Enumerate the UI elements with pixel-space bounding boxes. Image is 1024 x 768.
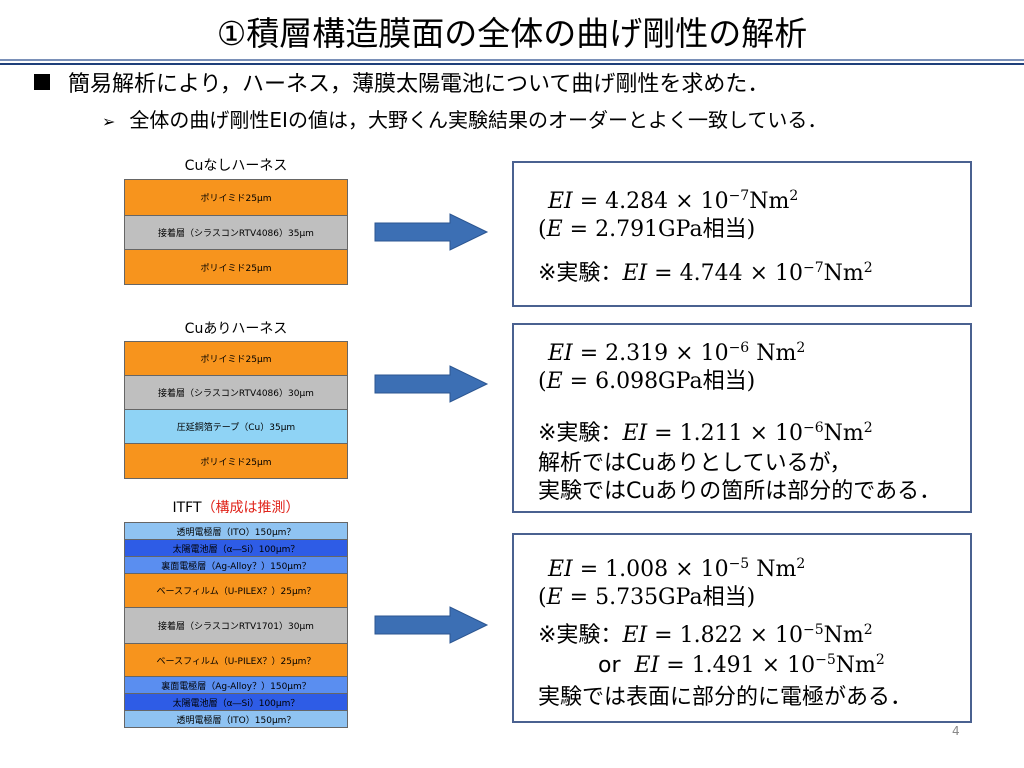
layer-back: 裏面電極層（Ag-Alloy？）150μm？ [125, 677, 347, 694]
layer-adhesive: 接着層（シラスコンRTV1701）30μm [125, 608, 347, 644]
stack-title-itft: ITFT（構成は推測） [172, 500, 300, 516]
stack-title-cu-with: Cuありハーネス [184, 321, 288, 337]
title-underline [0, 59, 1024, 61]
arrow-bullet-icon: ➢ [102, 112, 116, 131]
stack-title-note: （構成は推測） [201, 500, 300, 516]
bullet-level2: ➢ 全体の曲げ剛性EIの値は，大野くん実験結果のオーダーとよく一致している． [102, 107, 827, 135]
layer-stack-itft: 透明電極層（ITO）150μm？太陽電池層（α―Si）100μm？裏面電極層（A… [124, 522, 348, 728]
layer-polyimide: ベースフィルム（U-PILEX？）25μm？ [125, 644, 347, 677]
bullet-level1: 簡易解析により，ハーネス，薄膜太陽電池について曲げ剛性を求めた． [34, 71, 769, 99]
page-number: 4 [952, 724, 960, 738]
layer-polyimide: ベースフィルム（U-PILEX？）25μm？ [125, 574, 347, 608]
stack-title-cu-none: Cuなしハーネス [184, 158, 288, 174]
slide-title: ①積層構造膜面の全体の曲げ剛性の解析 [216, 14, 808, 53]
bullet-level2-text: 全体の曲げ剛性EIの値は，大野くん実験結果のオーダーとよく一致している． [129, 108, 828, 132]
layer-polyimide: ポリイミド25μm [125, 250, 347, 284]
layer-adhesive: 接着層（シラスコンRTV4086）30μm [125, 376, 347, 410]
experiment-result: ※実験：EI = 4.744 × 10−7Nm2 [538, 260, 873, 286]
layer-tco: 透明電極層（ITO）150μm？ [125, 711, 347, 727]
layer-adhesive: 接着層（シラスコンRTV4086）35μm [125, 216, 347, 250]
bullet-level1-text: 簡易解析により，ハーネス，薄膜太陽電池について曲げ剛性を求めた． [68, 72, 770, 97]
modulus-formula: (E = 5.735GPa相当) [538, 585, 756, 610]
ei-formula: EI = 2.319 × 10−6 Nm2 [548, 340, 806, 366]
layer-si: 太陽電池層（α―Si）100μm？ [125, 540, 347, 557]
experiment-result-alt: or EI = 1.491 × 10−5Nm2 [598, 652, 885, 678]
layer-si: 太陽電池層（α―Si）100μm？ [125, 694, 347, 711]
layer-polyimide: ポリイミド25μm [125, 180, 347, 216]
arrow-right-icon [374, 365, 489, 403]
layer-polyimide: ポリイミド25μm [125, 444, 347, 478]
arrow-right-icon [374, 213, 489, 251]
result-note: 解析ではCuありとしているが， [538, 451, 852, 476]
result-note: 実験ではCuありの箇所は部分的である． [538, 479, 942, 504]
result-box-cu-with: EI = 2.319 × 10−6 Nm2 (E = 6.098GPa相当) ※… [512, 323, 972, 513]
result-note: 実験では表面に部分的に電極がある． [538, 685, 913, 710]
ei-formula: EI = 4.284 × 10−7Nm2 [548, 188, 799, 214]
layer-copper: 圧延銅箔テープ（Cu）35μm [125, 410, 347, 444]
experiment-result: ※実験：EI = 1.822 × 10−5Nm2 [538, 622, 873, 648]
layer-polyimide: ポリイミド25μm [125, 342, 347, 376]
experiment-result: ※実験：EI = 1.211 × 10−6Nm2 [538, 420, 873, 446]
layer-back: 裏面電極層（Ag-Alloy？）150μm？ [125, 557, 347, 574]
modulus-formula: (E = 6.098GPa相当) [538, 369, 756, 394]
result-box-cu-none: EI = 4.284 × 10−7Nm2 (E = 2.791GPa相当) ※実… [512, 161, 972, 307]
arrow-right-icon [374, 606, 489, 644]
ei-formula: EI = 1.008 × 10−5 Nm2 [548, 556, 806, 582]
title-underline-dark [0, 63, 1024, 65]
layer-tco: 透明電極層（ITO）150μm？ [125, 523, 347, 540]
result-box-itft: EI = 1.008 × 10−5 Nm2 (E = 5.735GPa相当) ※… [512, 533, 972, 723]
square-bullet-icon [34, 74, 50, 90]
modulus-formula: (E = 2.791GPa相当) [538, 217, 756, 242]
